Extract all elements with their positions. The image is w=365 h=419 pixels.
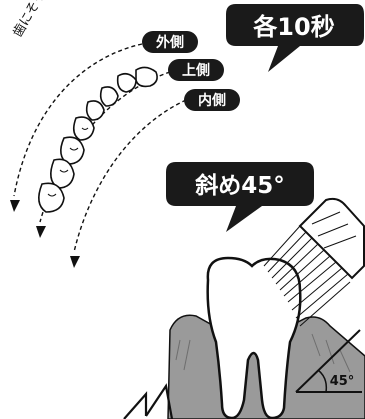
angle-diagonal-line xyxy=(295,329,361,393)
emphasis-line-2 xyxy=(145,383,174,419)
tooth-incisor-1 xyxy=(135,66,158,88)
upper-arrow-icon xyxy=(36,226,46,238)
toothbrush-head xyxy=(298,197,365,280)
outer-guide-arc xyxy=(13,43,143,197)
tooth-premolar-1 xyxy=(85,100,105,121)
label-inner-pill xyxy=(184,89,240,111)
label-upper: 上側 xyxy=(168,59,224,81)
handwritten-caption-text: 歯にそってみがく xyxy=(10,0,75,40)
toothbrush xyxy=(263,197,365,327)
handwritten-caption: 歯にそってみがく xyxy=(10,0,75,40)
callout-bubble-shape xyxy=(226,4,364,72)
tooth-incisor-2 xyxy=(116,72,137,93)
label-outer-pill xyxy=(142,31,198,53)
emphasis-lines xyxy=(123,383,174,419)
callout-tilt-45: 斜め45° xyxy=(166,162,314,232)
inner-guide-arc xyxy=(73,99,187,253)
tooth-molar-1 xyxy=(60,136,85,165)
tooth-molar-2 xyxy=(50,158,75,189)
angle-arc xyxy=(317,369,328,393)
callout-tilt-45-text: 斜め45° xyxy=(194,173,285,199)
tooth-canine xyxy=(99,86,119,107)
outer-arrow-icon xyxy=(10,200,20,212)
callout-each-10-seconds-text: 各10秒 xyxy=(252,13,334,41)
tooth xyxy=(206,256,302,419)
label-upper-text: 上側 xyxy=(182,62,210,79)
guide-arrowheads xyxy=(10,200,80,268)
tooth-premolar-2 xyxy=(72,116,95,141)
toothbrush-bristles xyxy=(263,225,351,327)
callout-tilt-bubble-shape xyxy=(166,162,314,232)
emphasis-line-1 xyxy=(123,391,148,419)
angle-marker: 45° xyxy=(295,329,362,393)
angle-marker-text: 45° xyxy=(330,374,355,389)
label-inner: 内側 xyxy=(184,89,240,111)
label-inner-text: 内側 xyxy=(198,92,226,109)
callout-each-10-seconds: 各10秒 xyxy=(226,4,364,72)
inner-arrow-icon xyxy=(70,256,80,268)
label-upper-pill xyxy=(168,59,224,81)
toothbrush-head-lines xyxy=(311,211,357,249)
label-outer: 外側 xyxy=(142,31,198,53)
gum-hatching xyxy=(175,333,351,373)
dental-arch xyxy=(38,66,158,213)
tooth-grooves xyxy=(47,127,89,197)
guide-arcs xyxy=(13,43,187,253)
label-outer-text: 外側 xyxy=(156,34,184,51)
tooth-molar-3 xyxy=(38,182,65,213)
tooth-outline xyxy=(206,256,302,419)
